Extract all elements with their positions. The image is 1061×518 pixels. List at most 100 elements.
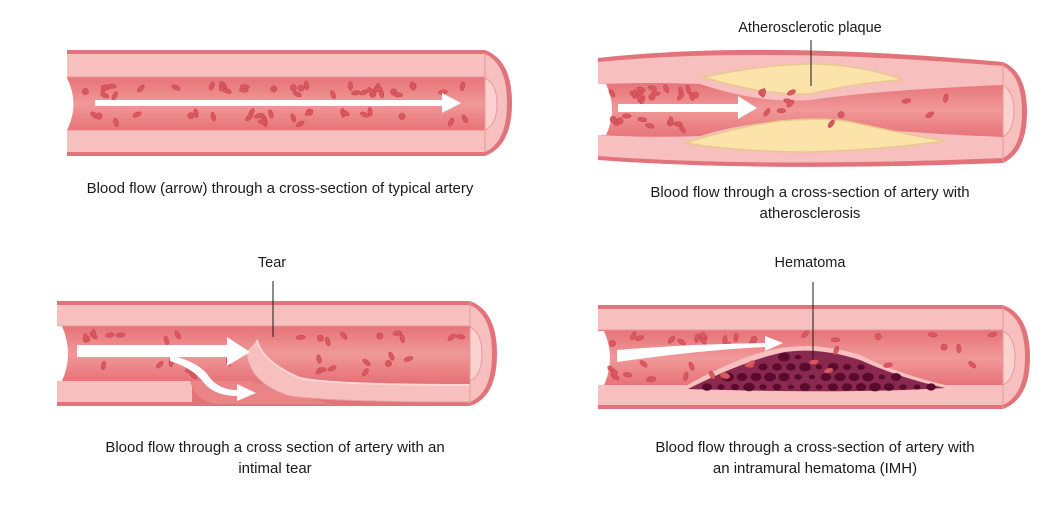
- hematoma-cell: [759, 384, 767, 390]
- blood-cells: [607, 330, 998, 383]
- blood-flow-arrow: [617, 336, 783, 362]
- blood-cell: [928, 332, 938, 338]
- blood-cell: [113, 117, 119, 128]
- blood-cell: [925, 111, 935, 118]
- blood-cell: [82, 333, 88, 343]
- blood-cell: [721, 372, 731, 379]
- label-tear: Tear: [257, 255, 287, 271]
- blood-cell: [634, 335, 644, 341]
- blood-cell: [137, 84, 145, 93]
- blood-cell: [455, 334, 466, 340]
- hematoma-cell: [787, 384, 795, 390]
- blood-cell: [393, 92, 404, 98]
- artery-lumen: [598, 83, 1003, 137]
- blood-cell: [296, 120, 305, 128]
- blood-cell: [376, 332, 384, 340]
- blood-cell: [448, 117, 455, 127]
- blood-cell: [688, 91, 695, 101]
- blood-cell: [610, 369, 618, 377]
- blood-cell: [111, 91, 118, 101]
- blood-cell: [733, 332, 739, 343]
- blood-cell: [622, 372, 633, 378]
- blood-cell: [699, 332, 707, 340]
- blood-cell: [347, 81, 353, 91]
- hematoma-cell: [772, 383, 782, 391]
- hematoma-cell: [841, 383, 853, 391]
- blood-cell: [218, 82, 224, 92]
- hematoma: [688, 350, 945, 392]
- blood-cell: [297, 84, 305, 92]
- hematoma-cell: [815, 384, 823, 390]
- blood-cell: [646, 377, 656, 383]
- blood-cell: [208, 81, 215, 91]
- hematoma-cell: [834, 372, 846, 382]
- blood-cell: [683, 371, 689, 382]
- panel-hematoma: [598, 282, 1030, 409]
- blood-cell: [667, 335, 676, 344]
- blood-cells: [81, 80, 469, 128]
- hematoma-cell: [717, 384, 725, 390]
- blood-cell: [105, 332, 115, 338]
- blood-cell: [833, 345, 840, 355]
- blood-cell: [461, 114, 469, 124]
- blood-cells: [608, 84, 949, 134]
- blood-cell: [210, 112, 216, 122]
- blood-cell: [100, 92, 110, 99]
- blood-cell: [688, 361, 695, 371]
- blood-cell: [637, 116, 648, 123]
- blood-cell: [330, 90, 336, 100]
- blood-cell: [827, 119, 835, 128]
- panel-typical-artery: [60, 50, 512, 156]
- blood-cell: [746, 360, 756, 367]
- blood-cell: [95, 112, 103, 120]
- blood-cell: [100, 360, 106, 371]
- caption-typical-artery: Blood flow (arrow) through a cross-secti…: [86, 180, 474, 197]
- atherosclerotic-plaque-top: [700, 63, 904, 95]
- blood-cell: [608, 340, 616, 347]
- blood-cell: [830, 337, 841, 343]
- blood-cell: [258, 119, 268, 125]
- hematoma-cell: [743, 382, 755, 392]
- artery-wall-bottom: [57, 381, 192, 402]
- blood-cell: [647, 85, 658, 91]
- caption-intimal-tear: Blood flow through a cross section of ar…: [105, 439, 445, 477]
- blood-cell: [174, 330, 181, 340]
- blood-cell: [132, 111, 142, 118]
- blood-cell: [289, 84, 297, 92]
- blood-cell: [987, 331, 998, 338]
- blood-cell: [837, 111, 845, 119]
- blood-cell: [81, 88, 89, 95]
- blood-cell: [940, 343, 948, 351]
- blood-flow-arrow-main: [77, 337, 250, 366]
- blood-cell: [663, 84, 670, 94]
- hematoma-cell: [799, 383, 811, 391]
- blood-cell: [240, 84, 250, 90]
- blood-cell: [786, 89, 796, 96]
- blood-cell: [388, 351, 395, 361]
- blood-cell: [668, 116, 674, 126]
- blood-cell: [245, 113, 254, 122]
- hematoma-cell: [869, 382, 881, 392]
- blood-cell: [786, 99, 795, 108]
- blood-cell: [253, 113, 264, 119]
- blood-cell: [776, 108, 787, 114]
- hematoma-cell: [794, 354, 802, 360]
- hematoma-cell: [815, 364, 823, 370]
- blood-cell: [317, 367, 327, 373]
- blood-cell: [609, 115, 617, 123]
- caption-hematoma: Blood flow through a cross-section of ar…: [655, 439, 975, 477]
- blood-cell: [340, 109, 350, 117]
- blood-cell: [639, 360, 648, 368]
- blood-cell: [809, 359, 819, 365]
- false-lumen: [190, 381, 330, 404]
- blood-cell: [367, 106, 373, 117]
- hematoma-cell: [827, 383, 839, 391]
- hematoma-cell: [862, 372, 874, 382]
- hematoma-cell: [799, 362, 811, 372]
- blood-cell: [632, 89, 638, 99]
- blood-cell: [883, 362, 893, 368]
- blood-cell: [398, 112, 406, 120]
- hematoma-cell: [899, 384, 907, 390]
- blood-flow-arrow: [618, 96, 757, 119]
- blood-cell: [901, 98, 911, 104]
